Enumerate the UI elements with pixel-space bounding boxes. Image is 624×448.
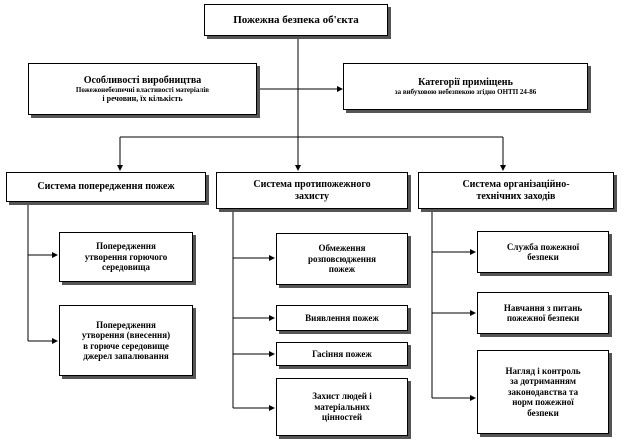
item-fire-detection: Виявлення пожеж bbox=[276, 305, 408, 331]
item-limit-fire-spread: Обмеження розповсюдження пожеж bbox=[276, 233, 408, 285]
item-line: Обмеження bbox=[318, 243, 366, 254]
item-line: цінностей bbox=[321, 412, 363, 423]
item-line: Служба пожежної bbox=[506, 241, 580, 252]
title-box: Пожежна безпека об'єкта bbox=[204, 4, 388, 36]
item-line: за дотриманням bbox=[510, 376, 576, 387]
item-line: Гасіння пожеж bbox=[312, 348, 372, 359]
item-line: матеріальних bbox=[314, 401, 370, 412]
item-line: середовища bbox=[102, 262, 150, 273]
system-header-protection: Система протипожежного захисту bbox=[216, 172, 408, 209]
room-categories-subtitle: за вибуховою небезпекою згідно ОНТП 24-8… bbox=[394, 88, 537, 97]
production-features-title: Особливості виробництва bbox=[83, 74, 202, 86]
item-line: Захист людей і bbox=[312, 391, 372, 402]
room-categories-title: Категорії приміщень bbox=[418, 76, 513, 88]
item-line: утворення (внесення) bbox=[81, 330, 171, 341]
item-line: Попередження bbox=[96, 319, 156, 330]
system-title-line: Система протипожежного bbox=[253, 179, 371, 190]
item-line: Попередження bbox=[96, 241, 156, 252]
item-line: норм пожежної bbox=[512, 397, 574, 408]
production-features-line-1: Пожежонебезпечні властивості матеріалів bbox=[75, 86, 210, 95]
system-title-line: Система попередження пожеж bbox=[37, 181, 175, 193]
item-protect-people-property: Захист людей і матеріальних цінностей bbox=[276, 378, 408, 436]
item-line: в горюче середовище bbox=[83, 340, 169, 351]
item-line: утворення горючого bbox=[84, 251, 168, 262]
system-header-prevention: Система попередження пожеж bbox=[6, 172, 206, 202]
item-fire-extinguishing: Гасіння пожеж bbox=[276, 342, 408, 366]
item-line: безпеки bbox=[527, 407, 559, 418]
item-line: розповсюдження bbox=[307, 253, 377, 264]
system-title-line: захисту bbox=[295, 190, 329, 202]
item-fire-safety-service: Служба пожежної безпеки bbox=[477, 231, 609, 273]
item-prevent-combustible-environment: Попередження утворення горючого середови… bbox=[59, 232, 193, 282]
item-fire-safety-training: Навчання з питань пожежної безпеки bbox=[477, 292, 609, 334]
item-line: Виявлення пожеж bbox=[305, 312, 379, 323]
item-line: джерел запалювання bbox=[83, 350, 169, 361]
item-line: пожежної безпеки bbox=[506, 313, 580, 323]
item-line: пожеж bbox=[328, 264, 356, 275]
system-title-line: технічних заходів bbox=[476, 190, 556, 202]
system-title-line: Система організаційно- bbox=[462, 179, 570, 190]
production-features-line-2: і речовин, їх кількість bbox=[102, 94, 183, 104]
item-line: Навчання з питань bbox=[503, 302, 583, 313]
item-prevent-ignition-sources: Попередження утворення (внесення) в горю… bbox=[59, 305, 193, 376]
production-features-box: Особливості виробництва Пожежонебезпечні… bbox=[28, 63, 257, 115]
title-text: Пожежна безпека об'єкта bbox=[233, 13, 359, 26]
item-line: Нагляд і контроль bbox=[505, 366, 581, 377]
item-supervision-control: Нагляд і контроль за дотриманням законод… bbox=[477, 350, 609, 434]
item-line: безпеки bbox=[527, 252, 559, 262]
system-header-organizational: Система організаційно- технічних заходів bbox=[418, 172, 614, 209]
room-categories-box: Категорії приміщень за вибуховою небезпе… bbox=[343, 63, 588, 110]
item-line: законодавства та bbox=[507, 386, 579, 397]
